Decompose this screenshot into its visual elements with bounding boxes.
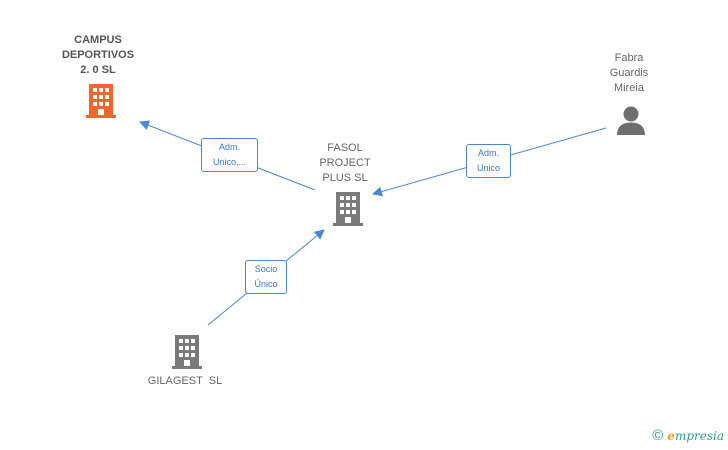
gilagest-company-name[interactable]: GILAGEST SL — [147, 375, 223, 387]
campus-company-name[interactable]: CAMPUS DEPORTIVOS 2. 0 SL — [61, 34, 135, 76]
edge-label-socio-unico: Socio Único — [245, 260, 287, 294]
building-icon[interactable] — [172, 335, 202, 369]
edge-label-adm-unico-fasol: Adm. Unico — [466, 144, 511, 178]
edge-label-adm-unico-campus: Adm. Unico,... — [201, 138, 258, 172]
fabra-person-name[interactable]: Fabra Guardis Mireia — [609, 52, 649, 94]
empresia-watermark: © empresia — [652, 427, 724, 444]
copyright-icon: © — [652, 427, 664, 444]
building-icon[interactable] — [333, 192, 363, 226]
empresia-logo: empresia — [667, 428, 724, 443]
person-icon[interactable] — [617, 106, 645, 136]
building-icon[interactable] — [86, 84, 116, 118]
fasol-company-name[interactable]: FASOL PROJECT PLUS SL — [319, 142, 371, 184]
